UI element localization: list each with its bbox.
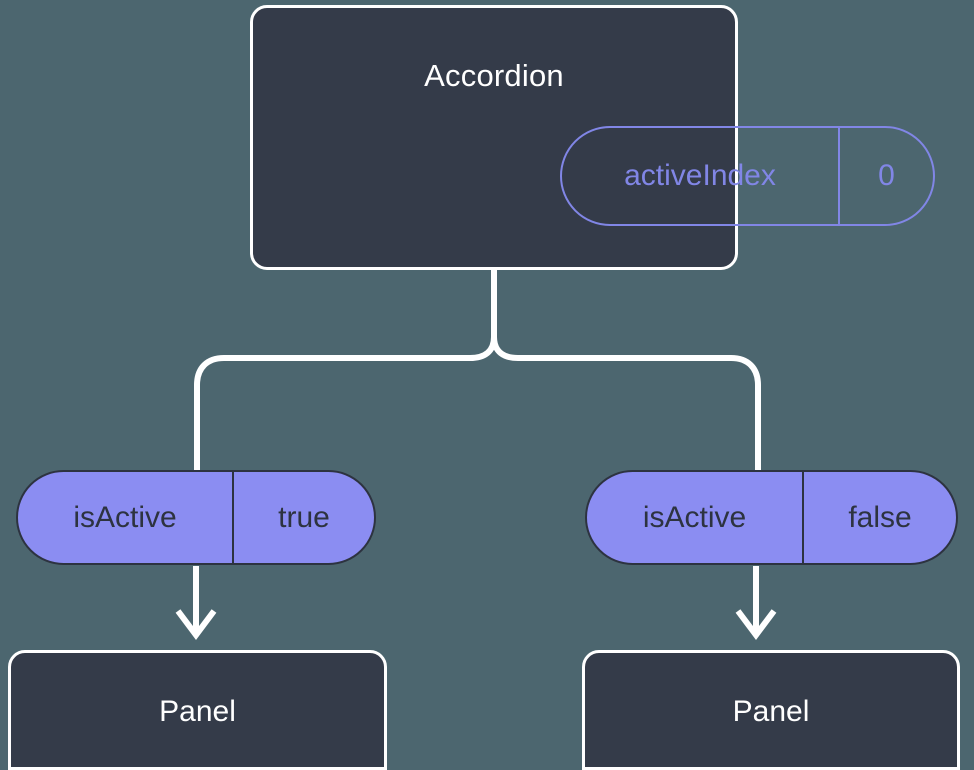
prop-value-label: false <box>848 500 912 534</box>
panel-title: Panel <box>732 695 810 728</box>
prop-pill-is-active-true[interactable]: isActive true <box>16 470 376 565</box>
accordion-title: Accordion <box>424 58 564 93</box>
branch-to-right-pill <box>491 334 761 473</box>
prop-key-label: isActive <box>587 472 804 563</box>
arrow-head-left <box>175 609 217 640</box>
arrow-head-right <box>735 609 777 640</box>
accordion-node[interactable]: Accordion activeIndex 0 <box>250 5 935 270</box>
prop-key-label: isActive <box>18 472 234 563</box>
panel-title: Panel <box>159 695 236 728</box>
prop-value-label: true <box>278 500 330 534</box>
state-value-label: 0 <box>878 159 895 192</box>
state-key-label: activeIndex <box>562 128 840 224</box>
panel-node-right[interactable]: Panel <box>582 650 960 770</box>
prop-pill-is-active-false[interactable]: isActive false <box>585 470 958 565</box>
panel-node-left[interactable]: Panel <box>8 650 387 770</box>
branch-to-left-pill <box>194 334 497 473</box>
state-pill-active-index[interactable]: activeIndex 0 <box>560 126 935 226</box>
